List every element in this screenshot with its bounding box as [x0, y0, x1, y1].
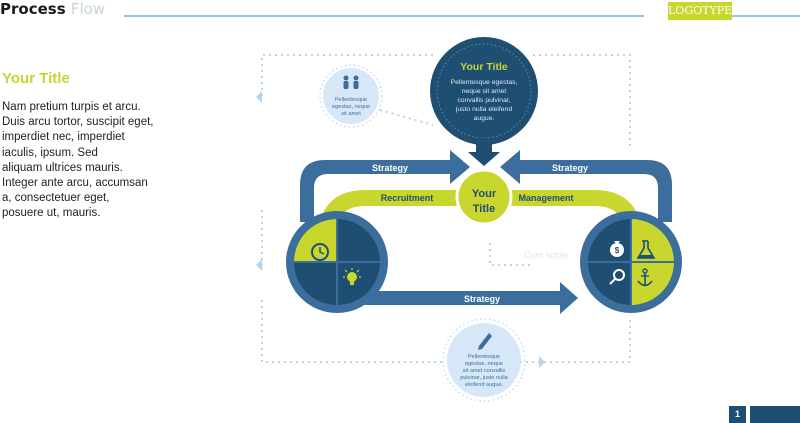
- strategy-left-label: Strategy: [372, 163, 408, 173]
- management-arrow: [498, 190, 648, 240]
- top-down-arrow: [468, 138, 500, 166]
- faint-label: Cum sociis: [524, 250, 569, 260]
- small-bottom-line: pulvinar, justo nulla: [460, 375, 508, 381]
- sidebar-title: Your Title: [2, 70, 70, 87]
- small-bottom-line: sit amet convallis: [463, 368, 506, 374]
- strategy-right-arrow: [500, 150, 672, 222]
- footer-bar: [750, 406, 800, 423]
- page-number: 1: [729, 406, 746, 423]
- lightbulb-icon: [343, 268, 361, 285]
- small-bottom-line: eleifend augue.: [465, 382, 504, 388]
- top-circle: [430, 37, 538, 145]
- top-circle-title: Your Title: [460, 61, 508, 73]
- money-bag-symbol: $: [615, 246, 620, 255]
- magnifier-icon: [609, 269, 625, 285]
- top-circle-line: augue.: [474, 115, 495, 122]
- small-top-circle: [323, 68, 379, 124]
- top-circle-line: Pellentesque egestas,: [451, 79, 518, 86]
- dotted-arrowhead-right: [539, 356, 545, 368]
- strategy-right-label: Strategy: [552, 163, 588, 173]
- dotted-arrowhead-left-2: [256, 259, 262, 271]
- logotype-badge: LOGOTYPE: [668, 2, 732, 20]
- strategy-bottom-label: Strategy: [464, 294, 500, 304]
- clock-icon: [311, 243, 329, 261]
- flask-icon: [636, 240, 656, 259]
- small-bottom-circle-text: Pellentesque egestas, neque sit amet con…: [460, 354, 508, 388]
- dotted-connectors: [261, 54, 631, 363]
- small-bottom-circle-ring: [442, 318, 526, 402]
- page-title-main: Process: [0, 0, 66, 18]
- management-label: Management: [518, 193, 573, 203]
- small-top-circle-ring: [319, 64, 383, 128]
- pencil-icon: [478, 333, 492, 350]
- sidebar-body-text: Nam pretium turpis et arcu. Duis arcu to…: [2, 101, 154, 220]
- people-icon: [343, 75, 359, 89]
- small-bottom-line: Pellentesque: [468, 354, 500, 360]
- strategy-left-arrow: [300, 150, 470, 222]
- left-quadrant-circle: [286, 211, 388, 313]
- dotted-arrowhead-left: [256, 91, 262, 103]
- center-circle: [455, 168, 513, 226]
- top-circle-line: justo nulla eleifend: [455, 106, 513, 113]
- header-divider: [124, 15, 644, 17]
- header-divider-right: [732, 15, 800, 17]
- center-circle-line2: Title: [473, 203, 495, 215]
- small-top-line: sit amet: [341, 111, 361, 117]
- strategy-bottom-arrow: [360, 282, 578, 314]
- small-bottom-circle: [447, 323, 521, 397]
- page-title: Process Flow: [0, 0, 105, 18]
- top-circle-text: Pellentesque egestas, neque sit amet con…: [451, 79, 518, 122]
- small-top-line: egestas, neque: [332, 104, 370, 110]
- top-circle-dotted-ring: [436, 43, 532, 139]
- small-top-circle-text: Pellentesque egestas, neque sit amet: [332, 97, 370, 117]
- recruitment-label: Recruitment: [381, 193, 434, 203]
- small-bottom-line: egestas, neque: [465, 361, 503, 367]
- small-top-line: Pellentesque: [335, 97, 367, 103]
- right-quadrant-circle: [580, 211, 682, 313]
- top-circle-line: convallis pulvinar,: [457, 97, 510, 104]
- center-circle-line1: Your: [472, 188, 497, 200]
- page-title-faint: Flow: [70, 0, 106, 18]
- money-bag-icon: $: [610, 241, 624, 257]
- anchor-icon: [637, 268, 653, 287]
- recruitment-arrow: [312, 190, 470, 240]
- top-circle-line: neque sit amet: [462, 88, 507, 95]
